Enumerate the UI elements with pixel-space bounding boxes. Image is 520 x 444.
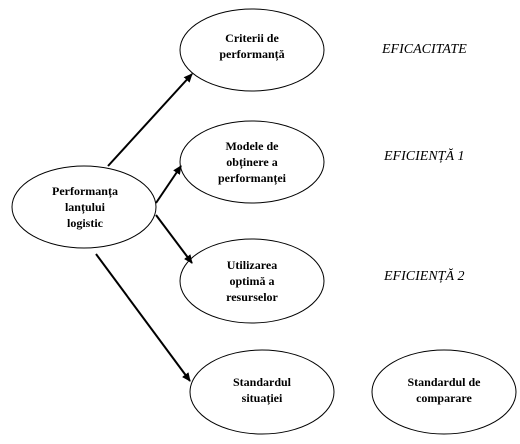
node-standard-situatiei-label: Standardul situației — [232, 375, 292, 405]
node-criterii-shape — [179, 8, 325, 92]
node-modele-label: Modele de obținere a performanței — [218, 139, 286, 185]
node-utilizarea-label: Utilizarea optimă a resurselor — [226, 258, 278, 304]
arrow-to-modele — [155, 165, 182, 204]
node-root-shape — [11, 165, 157, 249]
node-criterii-label: Criterii de performanță — [219, 31, 285, 61]
arrow-to-criterii — [107, 73, 193, 167]
arrow-to-standard-situatiei — [95, 253, 191, 382]
node-utilizarea-shape — [179, 238, 325, 324]
label-eficienta-1: EFICIENȚĂ 1 — [384, 149, 465, 164]
label-eficacitate: EFICACITATE — [382, 42, 467, 57]
node-standard-comparare-label: Standardul de comparare — [407, 375, 481, 405]
node-root-label: Performanța lanțului logistic — [52, 184, 118, 230]
arrow-to-utilizarea — [155, 214, 193, 264]
node-standard-comparare-shape — [371, 349, 517, 435]
node-modele-shape — [179, 120, 325, 204]
label-eficienta-2: EFICIENȚĂ 2 — [384, 269, 465, 284]
node-standard-situatiei-shape — [189, 349, 335, 435]
